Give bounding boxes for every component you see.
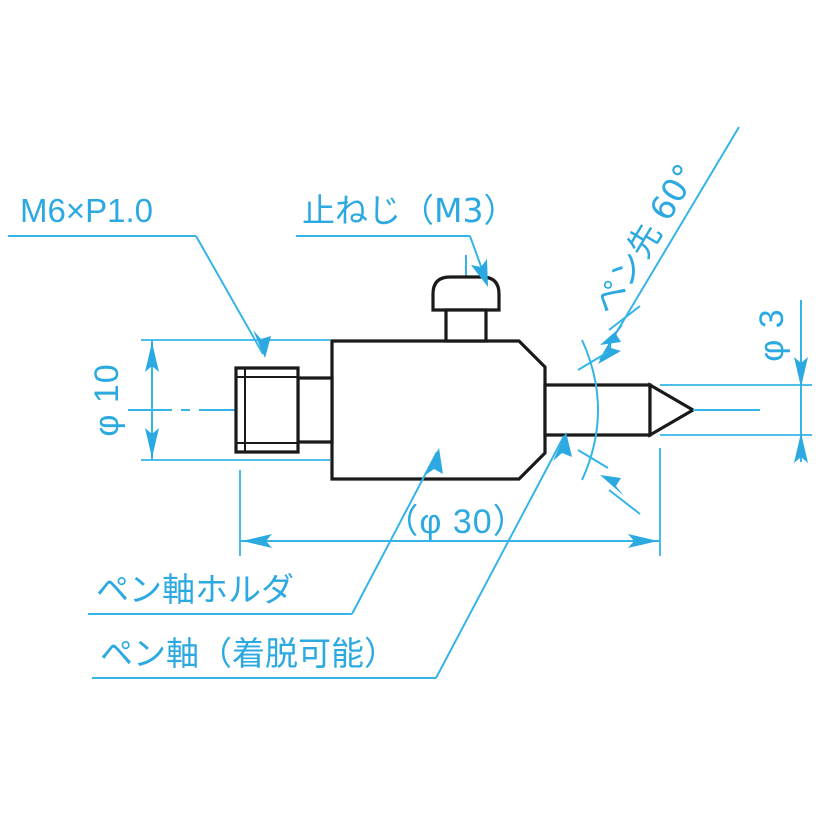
leader-diagonal-pentip [599,126,740,361]
angle-arc-indicator [577,305,641,515]
arrow-dia30-left [242,534,272,548]
dim-label-dia30: （φ 30） [384,503,527,541]
callout-label-setscrew: 止ねじ（M3） [302,191,516,230]
leader-diagonal-holder [351,451,438,615]
arrow-dia10-top [145,342,159,372]
angle-arc [581,339,599,481]
dimension-dia30: （φ 30） [239,448,661,556]
callout-set-screw: 止ねじ（M3） [296,191,516,287]
callout-pen-tip: ペン先 60° [585,126,740,364]
dim-label-dia10: φ 10 [88,363,126,436]
set-screw-knob [431,275,501,312]
arrow-angle-top [600,324,624,345]
arrow-dia3-top [794,357,808,387]
callout-label-pentip: ペン先 60° [585,157,705,321]
angle-leader-bottom [608,489,641,515]
leader-diagonal-thread [195,235,264,355]
arrow-dia10-bottom [145,428,159,458]
angle-tick-top [577,351,609,371]
arrow-holder-callout [424,448,443,476]
dimension-dia3: φ 3 [660,300,812,463]
callout-shaft: ペン軸（着脱可能） [92,432,572,679]
pen-tip-cone [648,382,697,438]
arrow-thread-callout [253,330,271,358]
arrow-shaft-callout [553,432,572,461]
arrow-pentip-callout [598,337,621,364]
arrow-dia3-bottom [794,433,808,463]
leader-diagonal-shaft [435,435,565,679]
body-collar [296,376,334,444]
arrow-setscrew-callout [471,259,488,287]
angle-tick-bottom [577,449,609,469]
callout-label-holder: ペン軸ホルダ [96,570,294,609]
threaded-stud [234,366,300,454]
callout-label-shaft: ペン軸（着脱可能） [100,634,397,673]
callout-thread: M6×P1.0 [8,192,271,358]
main-body [330,339,547,481]
angle-leader-top [608,305,641,331]
arrow-dia30-right [628,534,658,548]
arrow-angle-bottom [600,475,624,496]
set-screw-neck [444,308,488,343]
dim-label-dia3: φ 3 [753,308,791,361]
dimension-dia10: φ 10 [88,339,330,461]
callout-holder: ペン軸ホルダ [88,448,443,615]
callout-label-thread: M6×P1.0 [20,192,153,229]
